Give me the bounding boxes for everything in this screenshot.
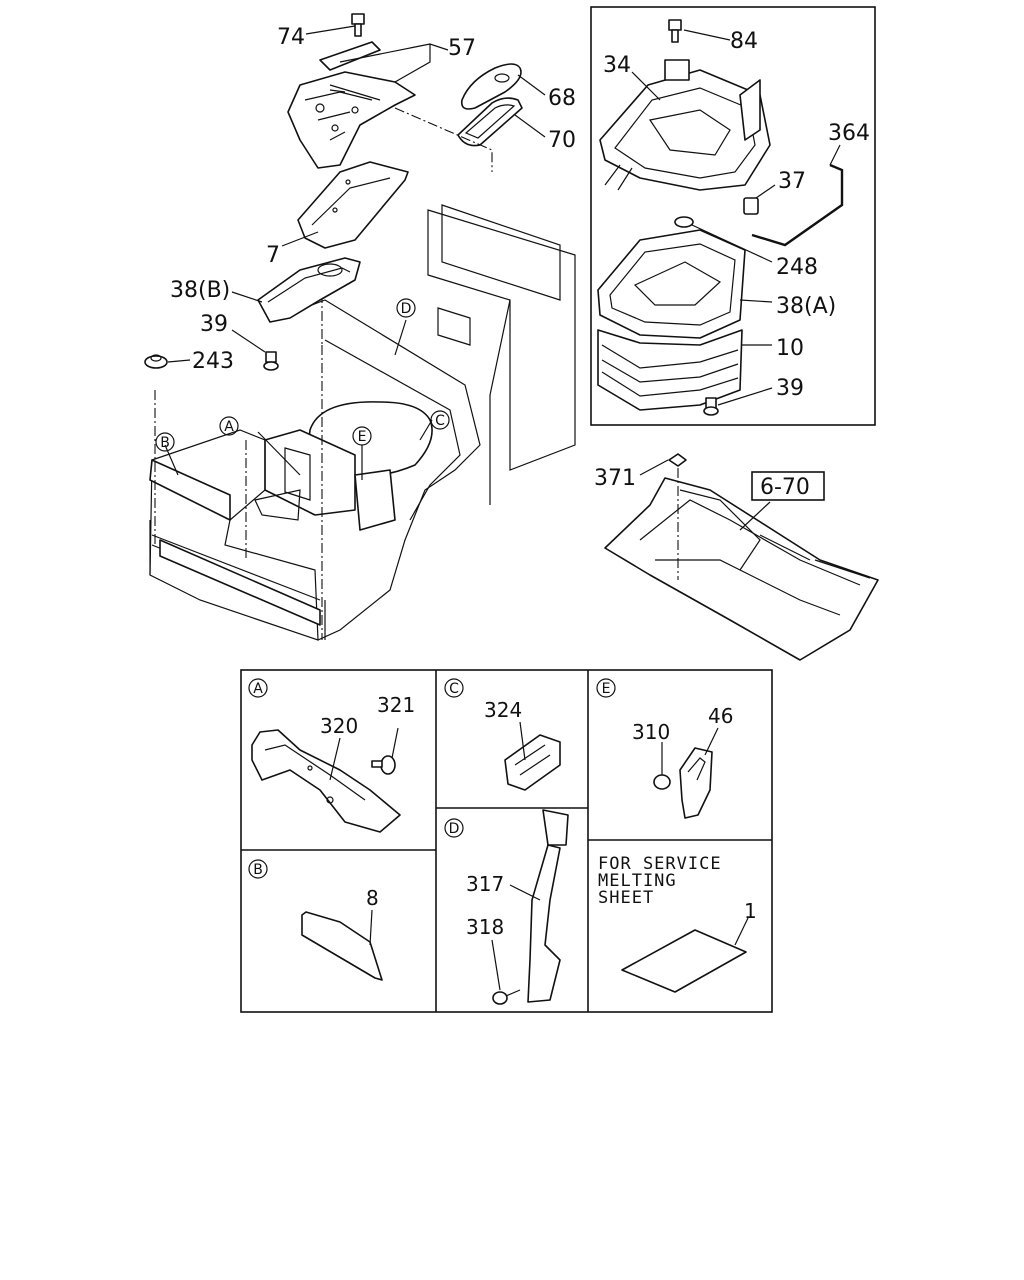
circle-a-detail: A	[248, 678, 268, 698]
detail-c-clip	[504, 734, 561, 791]
callout-34: 34	[603, 53, 631, 78]
part-248-cap	[674, 216, 694, 228]
callout-371: 371	[594, 466, 636, 491]
circle-e-detail: E	[596, 678, 616, 698]
callout-38a: 38(A)	[776, 294, 836, 319]
callout-57: 57	[448, 36, 476, 61]
svg-text:D: D	[449, 821, 460, 837]
callout-317: 317	[466, 872, 504, 896]
leader-lines	[164, 25, 841, 991]
callout-46: 46	[708, 704, 733, 728]
circle-d-main: D	[396, 298, 416, 318]
service-note-line-1: FOR SERVICE	[598, 854, 722, 874]
callout-70: 70	[548, 128, 576, 153]
circle-d-detail: D	[444, 818, 464, 838]
callout-1: 1	[744, 899, 757, 923]
callout-68: 68	[548, 86, 576, 111]
part-34-tray	[599, 59, 771, 191]
part-84-bolt	[668, 19, 682, 43]
part-37-bumper	[743, 197, 759, 215]
callout-7: 7	[266, 243, 280, 268]
circle-e-main: E	[352, 426, 372, 446]
svg-text:C: C	[449, 681, 459, 697]
part-7-panel	[297, 161, 409, 249]
part-57-bracket	[287, 41, 416, 169]
part-74-bolt	[351, 13, 365, 37]
svg-text:B: B	[160, 435, 170, 451]
callout-320: 320	[320, 714, 358, 738]
callout-324: 324	[484, 698, 522, 722]
part-38b-tray	[257, 257, 361, 323]
service-note-line-3: SHEET	[598, 888, 654, 908]
callout-38b: 38(B)	[170, 278, 230, 303]
floor-mat-6-70	[604, 468, 879, 661]
svg-text:D: D	[401, 301, 412, 317]
circle-b-main: B	[155, 432, 175, 452]
part-364-rod	[751, 163, 844, 247]
svg-text:A: A	[224, 419, 234, 435]
callout-10: 10	[776, 336, 804, 361]
callout-84: 84	[730, 29, 758, 54]
svg-text:E: E	[358, 429, 367, 445]
box-38a-assembly	[590, 6, 876, 426]
callout-248: 248	[776, 255, 818, 280]
part-39-stud-left	[263, 351, 279, 371]
part-10-mat	[597, 329, 743, 411]
circle-c-detail: C	[444, 678, 464, 698]
callout-318: 318	[466, 915, 504, 939]
svg-text:A: A	[253, 681, 263, 697]
detail-a-bracket	[251, 729, 401, 833]
detail-d-strap	[492, 809, 569, 1005]
callout-74: 74	[277, 25, 305, 50]
service-note-line-2: MELTING	[598, 871, 677, 891]
floor-body-assembly	[149, 204, 576, 641]
detail-b-sheet	[301, 911, 383, 981]
part-70-gasket	[457, 97, 523, 147]
callout-39-left: 39	[200, 312, 228, 337]
part-243-grommet	[144, 354, 168, 369]
svg-text:E: E	[602, 681, 611, 697]
callout-243: 243	[192, 349, 234, 374]
callout-364: 364	[828, 121, 870, 146]
callout-321: 321	[377, 693, 415, 717]
callout-6-70: 6-70	[760, 475, 810, 500]
part-39-stud-right	[703, 397, 719, 416]
circle-a-main: A	[219, 416, 239, 436]
part-371-clip	[668, 453, 687, 467]
callout-39-right: 39	[776, 376, 804, 401]
part-68-cover	[460, 63, 522, 110]
ref-6-70-box	[751, 471, 825, 501]
svg-text:C: C	[435, 413, 445, 429]
callout-8: 8	[366, 886, 379, 910]
circle-c-main: C	[430, 410, 450, 430]
callout-37: 37	[778, 169, 806, 194]
circle-b-detail: B	[248, 859, 268, 879]
callout-310: 310	[632, 720, 670, 744]
svg-text:B: B	[253, 862, 263, 878]
detail-e-handle	[653, 747, 713, 819]
service-sheet	[621, 929, 747, 993]
part-38a-tray	[597, 229, 746, 339]
detail-grid	[240, 669, 773, 1013]
